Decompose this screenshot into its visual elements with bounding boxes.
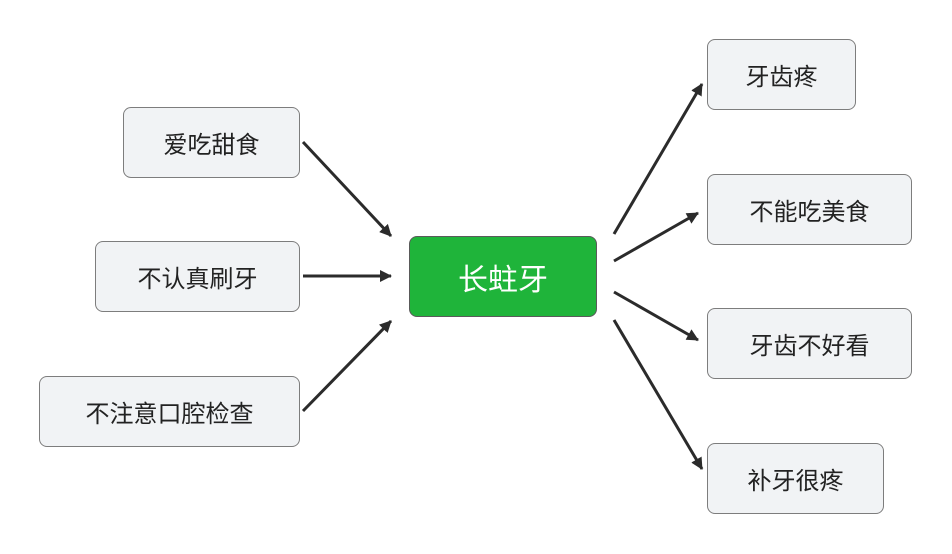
effect-node-filling-pain: 补牙很疼 (707, 443, 884, 514)
center-label: 长蛀牙 (458, 262, 548, 298)
effect-node-toothache: 牙齿疼 (707, 39, 856, 110)
arrow-center-to-effect-2 (613, 211, 699, 263)
arrow-center-to-effect-4 (612, 319, 704, 470)
cause-label: 不注意口腔检查 (85, 400, 254, 428)
effect-label: 补牙很疼 (747, 467, 844, 495)
cause-node-brushing: 不认真刷牙 (95, 241, 300, 312)
cause-node-checkup: 不注意口腔检查 (39, 376, 300, 447)
effect-label: 不能吃美食 (749, 198, 870, 226)
cause-node-sweets: 爱吃甜食 (123, 107, 300, 178)
arrow-cause-1-to-center (301, 140, 393, 238)
arrow-center-to-effect-1 (612, 83, 704, 235)
effect-label: 牙齿疼 (745, 63, 818, 91)
effect-node-unsightly: 牙齿不好看 (707, 308, 912, 379)
arrow-cause-3-to-center (301, 319, 393, 413)
cause-label: 爱吃甜食 (163, 131, 260, 159)
cause-label: 不认真刷牙 (137, 265, 258, 293)
effect-label: 牙齿不好看 (749, 332, 870, 360)
center-node-tooth-decay: 长蛀牙 (409, 236, 597, 317)
arrow-center-to-effect-3 (613, 290, 699, 342)
effect-node-cannot-eat: 不能吃美食 (707, 174, 912, 245)
